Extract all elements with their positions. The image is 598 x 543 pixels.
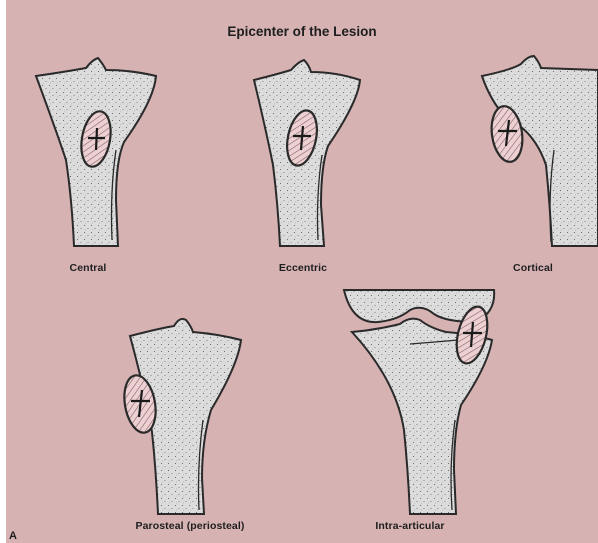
- label-cortical: Cortical: [513, 262, 553, 274]
- label-intra-articular: Intra-articular: [375, 520, 444, 532]
- bone-eccentric: [254, 60, 360, 246]
- bone-cortical: [482, 56, 598, 246]
- bone-intra-articular: [344, 290, 494, 514]
- label-parosteal: Parosteal (periosteal): [136, 520, 245, 532]
- bone-parosteal: [120, 319, 241, 514]
- figure-title: Epicenter of the Lesion: [227, 24, 376, 39]
- label-central: Central: [70, 262, 107, 274]
- panel-letter: A: [9, 530, 17, 542]
- bone-central: [36, 58, 156, 246]
- epicenter-lesion-figure: Epicenter of the Lesion Central Eccentri…: [6, 0, 598, 543]
- label-eccentric: Eccentric: [279, 262, 327, 274]
